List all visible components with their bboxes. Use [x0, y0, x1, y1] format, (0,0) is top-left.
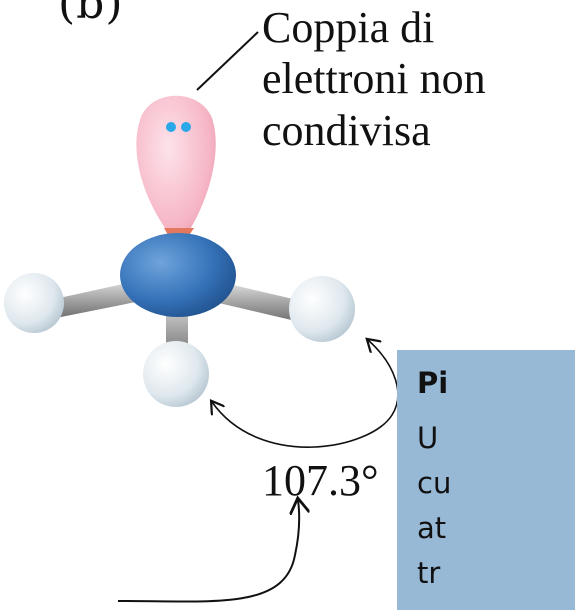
info-box: Pi U cu at tr: [397, 350, 575, 610]
pointer-arrow: [117, 500, 299, 603]
electron-dot: [166, 122, 176, 132]
hydrogen-atom-right: [289, 276, 355, 342]
lone-pair-lobe: [136, 95, 216, 245]
hydrogen-atom-bottom: [143, 341, 209, 407]
info-box-line: U: [417, 421, 439, 455]
info-box-line: cu: [417, 466, 452, 500]
bond-angle-arc: [212, 340, 399, 448]
lone-pair-label-line: Coppia di: [262, 3, 435, 52]
bond-angle-label: 107.3°: [262, 456, 379, 505]
info-box-body: U cu at tr: [417, 416, 451, 596]
lone-pair-label-line: condivisa: [262, 105, 431, 155]
hydrogen-atom-left: [4, 273, 64, 333]
info-box-title: Pi: [417, 366, 449, 400]
info-box-line: tr: [417, 556, 441, 590]
nitrogen-atom: [120, 233, 236, 317]
electron-dot: [181, 122, 191, 132]
lone-pair-label: Coppia di elettroni non condivisa: [262, 2, 486, 156]
info-box-line: at: [417, 511, 447, 545]
lone-pair-label-line: elettroni non: [262, 54, 486, 104]
lone-pair-leader-line: [196, 31, 259, 91]
panel-label: (b): [58, 0, 124, 29]
